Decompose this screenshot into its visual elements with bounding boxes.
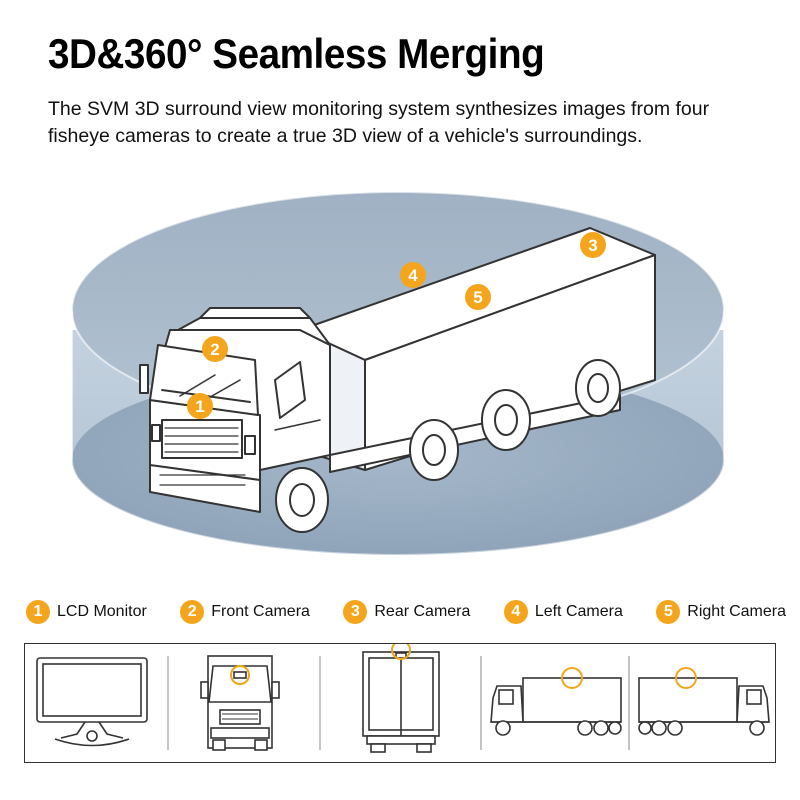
legend-badge: 3 [343, 600, 368, 624]
legend-item-right-camera: 5 Right Camera [656, 600, 786, 624]
legend-label: Rear Camera [374, 603, 471, 620]
legend-item-lcd-monitor: 1 LCD Monitor [26, 600, 147, 624]
truck-front-view-icon [200, 655, 280, 751]
lcd-monitor-icon [36, 657, 148, 747]
truck-right-side-icon [638, 667, 770, 736]
legend-label: LCD Monitor [57, 603, 147, 620]
page-description: The SVM 3D surround view monitoring syst… [48, 98, 710, 147]
svg-text:1: 1 [195, 397, 204, 416]
legend-badge: 4 [503, 600, 528, 624]
truck-rear-view-icon [362, 644, 440, 753]
page-title: 3D&360° Seamless Merging [48, 30, 545, 77]
svg-text:2: 2 [210, 340, 219, 359]
legend-label: Front Camera [211, 603, 310, 620]
svg-text:4: 4 [408, 266, 418, 285]
truck-left-side-icon [490, 667, 622, 736]
camera-position-strip [24, 643, 776, 763]
legend-item-front-camera: 2 Front Camera [180, 600, 310, 624]
marker-left-camera: 4 [400, 262, 426, 288]
truck-illustration [139, 227, 656, 533]
surround-view-diagram: 1 2 3 4 5 [71, 191, 725, 556]
legend-badge: 5 [656, 600, 681, 624]
marker-rear-camera: 3 [580, 232, 606, 258]
legend-badge: 2 [180, 600, 205, 624]
marker-lcd-monitor: 1 [187, 393, 213, 419]
marker-right-camera: 5 [465, 284, 491, 310]
camera-legend: 1 LCD Monitor 2 Front Camera 3 Rear Came… [26, 598, 786, 626]
legend-label: Right Camera [687, 603, 786, 620]
svg-text:3: 3 [588, 236, 597, 255]
legend-item-rear-camera: 3 Rear Camera [343, 600, 470, 624]
marker-front-camera: 2 [202, 336, 228, 362]
legend-item-left-camera: 4 Left Camera [503, 600, 623, 624]
legend-badge: 1 [26, 600, 50, 624]
svg-text:5: 5 [473, 288, 482, 307]
legend-label: Left Camera [534, 603, 623, 620]
